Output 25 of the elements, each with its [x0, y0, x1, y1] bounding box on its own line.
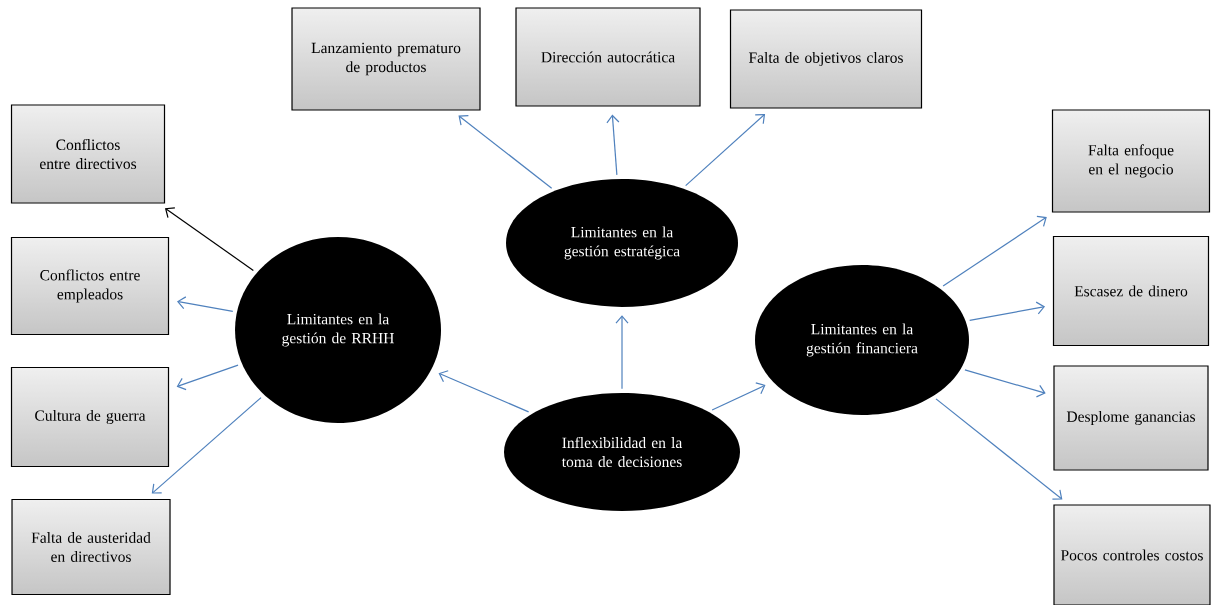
arrow: [458, 115, 553, 189]
arrow: [176, 364, 239, 391]
text-box: Desplome ganancias: [1053, 365, 1209, 471]
arrow: [438, 370, 530, 413]
text-box: Pocos controles costos: [1053, 504, 1211, 605]
text-box: Falta de austeridad en directivos: [11, 498, 171, 596]
arrow: [606, 114, 620, 176]
text-box: Dirección autocrática: [515, 7, 701, 107]
text-box: Falta de objetivos claros: [729, 9, 923, 109]
arrow: [964, 369, 1046, 398]
arrow: [711, 382, 766, 411]
arrow: [151, 397, 262, 494]
arrow: [615, 315, 629, 390]
text-box: Conflictos entre directivos: [10, 104, 166, 204]
arrow: [164, 207, 254, 271]
text-box: Cultura de guerra: [10, 366, 170, 468]
text-box: Escasez de dinero: [1052, 235, 1210, 347]
arrow: [969, 301, 1046, 321]
arrow: [685, 113, 766, 187]
arrow: [942, 215, 1047, 287]
arrow: [177, 296, 234, 312]
text-box: Falta enfoque en el negocio: [1051, 109, 1211, 213]
text-box: Lanzamiento prematuro de productos: [291, 7, 481, 111]
arrow: [935, 398, 1063, 500]
text-box: Conflictos entre empleados: [10, 236, 170, 336]
